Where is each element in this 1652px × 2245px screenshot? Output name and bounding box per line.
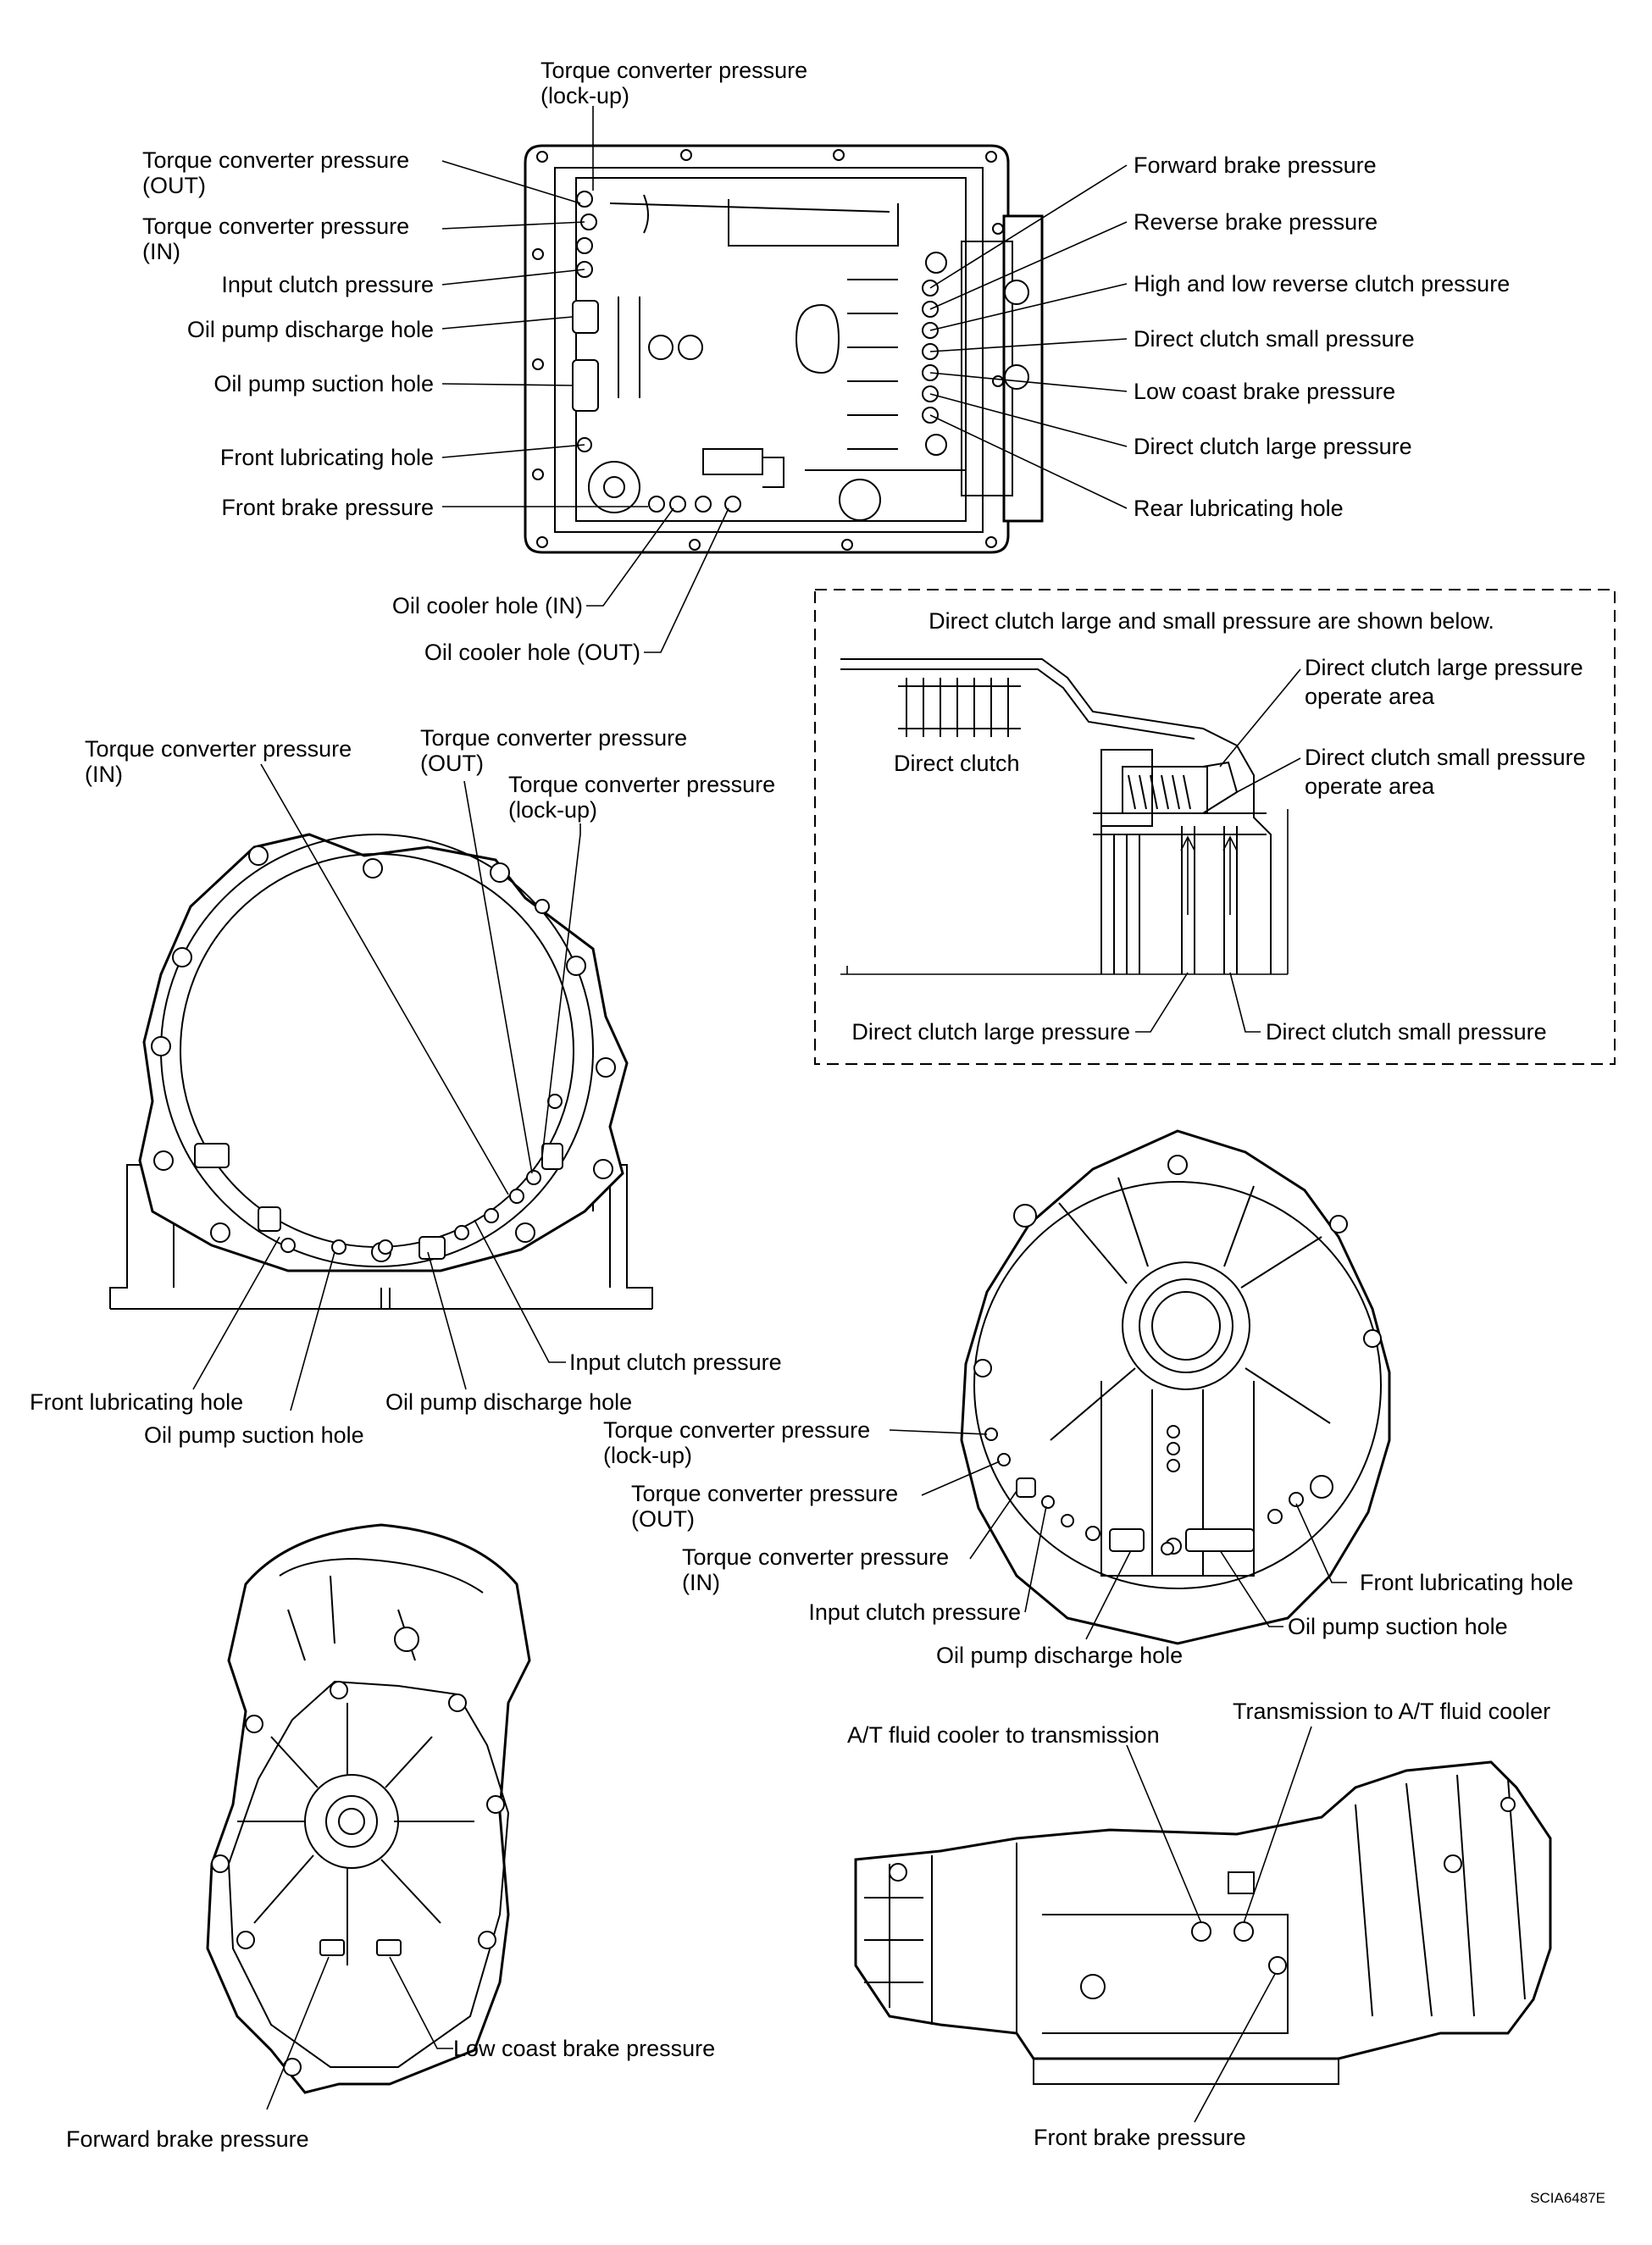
- label-vb-low-coast-brake: Low coast brake pressure: [1134, 379, 1395, 404]
- oil-pump-leaders: [889, 1429, 1347, 1640]
- rear-case-ports: [319, 1939, 402, 1956]
- label-vb-high-low-reverse-clutch: High and low reverse clutch pressure: [1134, 271, 1510, 297]
- label-op-tc-lockup: Torque converter pressure(lock-up): [603, 1417, 870, 1468]
- valve-body-passage-ports: [572, 191, 1029, 521]
- transmission-side-view: [854, 1760, 1552, 2085]
- label-vb-oil-pump-suction: Oil pump suction hole: [213, 371, 434, 396]
- label-op-tc-out: Torque converter pressure(OUT): [631, 1481, 898, 1532]
- label-vb-oil-cooler-in: Oil cooler hole (IN): [392, 593, 583, 618]
- label-vb-oil-cooler-out: Oil cooler hole (OUT): [424, 640, 640, 665]
- label-vb-rear-lubricating: Rear lubricating hole: [1134, 496, 1344, 521]
- transmission-side-leaders: [1126, 1726, 1312, 2123]
- transmission-side-ports: [889, 1797, 1516, 1999]
- converter-housing-ports: [194, 1143, 563, 1260]
- rear-case-spokes: [237, 1557, 484, 1965]
- rear-case-labels: Forward brake pressure Low coast brake p…: [66, 2036, 715, 2152]
- label-vb-forward-brake: Forward brake pressure: [1134, 152, 1377, 178]
- rear-case-leaders: [266, 1956, 453, 2110]
- label-vb-input-clutch: Input clutch pressure: [221, 272, 434, 297]
- label-vb-tc-in: Torque converter pressure(IN): [142, 213, 409, 264]
- label-ch-oil-pump-suction: Oil pump suction hole: [144, 1422, 364, 1448]
- label-vb-reverse-brake: Reverse brake pressure: [1134, 209, 1378, 235]
- oil-pump-spokes: [1050, 1177, 1331, 1577]
- rear-case-view: [206, 1523, 531, 2094]
- direct-clutch-section: [840, 658, 1289, 975]
- label-vb-direct-clutch-small: Direct clutch small pressure: [1134, 326, 1415, 352]
- label-ch-input-clutch: Input clutch pressure: [569, 1350, 782, 1375]
- label-vb-front-lubricating: Front lubricating hole: [220, 445, 434, 470]
- label-ch-oil-pump-discharge: Oil pump discharge hole: [385, 1389, 632, 1415]
- converter-housing-labels: Torque converter pressure(IN) Torque con…: [30, 725, 782, 1448]
- rear-case-bolts: [211, 1627, 505, 2076]
- label-rc-forward-brake: Forward brake pressure: [66, 2126, 309, 2152]
- label-ts-cooler-to-trans: A/T fluid cooler to transmission: [847, 1722, 1160, 1748]
- oil-pump-labels: Torque converter pressure(lock-up) Torqu…: [603, 1417, 1573, 1668]
- label-ch-tc-in: Torque converter pressure(IN): [85, 736, 352, 787]
- label-vb-oil-pump-discharge: Oil pump discharge hole: [187, 317, 434, 342]
- figure-code: SCIA6487E: [1530, 2190, 1605, 2206]
- label-ts-front-brake: Front brake pressure: [1034, 2125, 1246, 2150]
- label-ch-tc-out: Torque converter pressure(OUT): [420, 725, 687, 776]
- label-inset-small-pressure: Direct clutch small pressure: [1266, 1019, 1547, 1045]
- label-vb-direct-clutch-large: Direct clutch large pressure: [1134, 434, 1412, 459]
- label-op-front-lubricating: Front lubricating hole: [1360, 1570, 1573, 1595]
- oil-pump-view: [960, 1129, 1391, 1645]
- label-rc-low-coast-brake: Low coast brake pressure: [453, 2036, 715, 2061]
- label-ts-trans-to-cooler: Transmission to A/T fluid cooler: [1233, 1699, 1550, 1724]
- label-vb-tc-out: Torque converter pressure(OUT): [142, 147, 409, 198]
- label-op-tc-in: Torque converter pressure(IN): [682, 1544, 949, 1595]
- direct-clutch-inset: Direct clutch large and small pressure a…: [814, 589, 1616, 1065]
- label-inset-large-pressure: Direct clutch large pressure: [851, 1019, 1130, 1045]
- label-ch-tc-lockup: Torque converter pressure(lock-up): [508, 772, 775, 823]
- valve-body-labels: Torque converter pressure(lock-up) Torqu…: [142, 58, 1510, 665]
- label-op-oil-pump-suction: Oil pump suction hole: [1288, 1614, 1508, 1639]
- converter-housing-view: [109, 833, 653, 1310]
- label-inset-header: Direct clutch large and small pressure a…: [929, 608, 1494, 634]
- label-op-input-clutch: Input clutch pressure: [808, 1599, 1021, 1625]
- label-inset-direct-clutch: Direct clutch: [894, 751, 1020, 776]
- converter-housing-leaders: [192, 763, 581, 1411]
- label-vb-tc-lockup: Torque converter pressure(lock-up): [541, 58, 807, 108]
- label-op-oil-pump-discharge: Oil pump discharge hole: [936, 1643, 1183, 1668]
- valve-body-leaders: [441, 106, 1128, 653]
- label-vb-front-brake: Front brake pressure: [221, 495, 434, 520]
- transmission-side-labels: A/T fluid cooler to transmission Transmi…: [847, 1699, 1550, 2150]
- label-ch-front-lubricating: Front lubricating hole: [30, 1389, 243, 1415]
- valve-body-view: [524, 144, 1044, 554]
- valve-body-internal-webs: [609, 194, 966, 488]
